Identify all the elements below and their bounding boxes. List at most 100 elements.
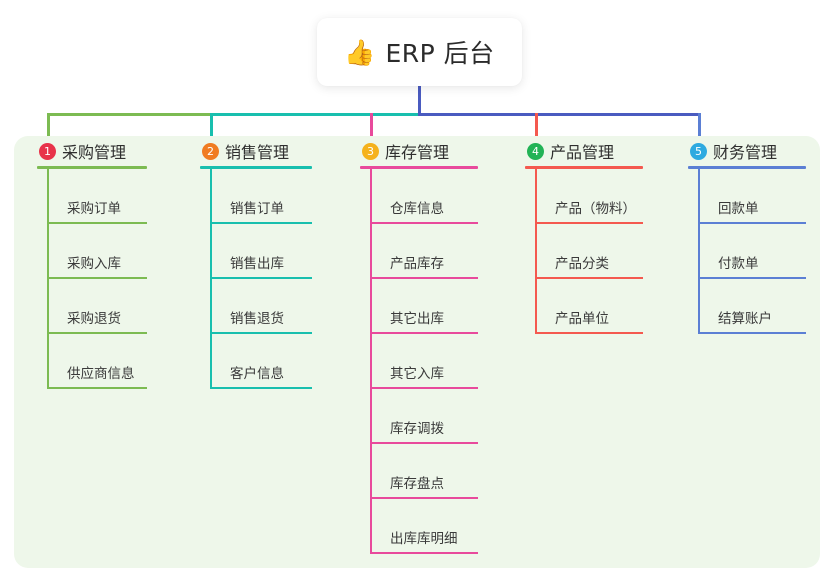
column-title-1: 采购管理: [62, 143, 127, 162]
leaf-item[interactable]: 销售出库: [200, 224, 312, 279]
leaf-label: 库存调拨: [390, 421, 444, 437]
leaf-item[interactable]: 产品（物料）: [525, 169, 643, 224]
leaf-rule: [370, 222, 478, 224]
column-4: 4 产品管理产品（物料） 产品分类产品单位: [525, 136, 643, 334]
leaf-rule: [698, 277, 806, 279]
leaf-item[interactable]: 其它出库: [360, 279, 478, 334]
leaf-item[interactable]: 销售退货: [200, 279, 312, 334]
leaf-label: 供应商信息: [67, 366, 135, 382]
leaf-rule: [535, 277, 643, 279]
column-header-3[interactable]: 3 库存管理: [360, 136, 478, 166]
column-rule-3: [360, 166, 478, 169]
leaf-label: 仓库信息: [390, 201, 444, 217]
leaf-label: 客户信息: [230, 366, 284, 382]
thumbs-up-icon: 👍: [344, 37, 376, 67]
leaf-item[interactable]: 产品分类: [525, 224, 643, 279]
column-badge-3: 3: [362, 142, 379, 160]
column-rule-5: [688, 166, 806, 169]
leaf-item[interactable]: 采购退货: [37, 279, 147, 334]
column-rule-4: [525, 166, 643, 169]
leaf-label: 产品单位: [555, 311, 609, 327]
column-5: 5 财务管理回款单付款单结算账户: [688, 136, 806, 334]
leaf-rule: [370, 387, 478, 389]
leaf-label: 库存盘点: [390, 476, 444, 492]
column-body-3: 仓库信息产品库存其它出库其它入库库存调拨库存盘点出库库明细: [360, 169, 478, 554]
leaf-rule: [47, 332, 147, 334]
leaf-item[interactable]: 付款单: [688, 224, 806, 279]
leaf-item[interactable]: 仓库信息: [360, 169, 478, 224]
bar-segment-1: [47, 113, 210, 116]
leaf-item[interactable]: 库存盘点: [360, 444, 478, 499]
leaf-rule: [47, 277, 147, 279]
leaf-rule: [698, 332, 806, 334]
leaf-item[interactable]: 采购订单: [37, 169, 147, 224]
column-header-4[interactable]: 4 产品管理: [525, 136, 643, 166]
leaf-item[interactable]: 结算账户: [688, 279, 806, 334]
column-1: 1 采购管理采购订单采购入库采购退货供应商信息: [37, 136, 147, 389]
leaf-item[interactable]: 产品单位: [525, 279, 643, 334]
column-spine-3: [370, 169, 372, 554]
leaf-rule: [210, 277, 312, 279]
leaf-rule: [370, 332, 478, 334]
root-stem: [418, 86, 421, 116]
leaf-label: 产品库存: [390, 256, 444, 272]
bar-segment-3: [418, 113, 701, 116]
leaf-label: 销售退货: [230, 311, 284, 327]
leaf-rule: [370, 552, 478, 554]
leaf-item[interactable]: 客户信息: [200, 334, 312, 389]
leaf-item[interactable]: 销售订单: [200, 169, 312, 224]
leaf-label: 出库库明细: [390, 531, 458, 547]
leaf-item[interactable]: 出库库明细: [360, 499, 478, 554]
leaf-item[interactable]: 供应商信息: [37, 334, 147, 389]
leaf-rule: [698, 222, 806, 224]
column-badge-1: 1: [39, 142, 56, 160]
diagram-panel: [14, 136, 820, 568]
bar-segment-2: [210, 113, 418, 116]
leaf-label: 其它入库: [390, 366, 444, 382]
leaf-rule: [535, 332, 643, 334]
column-body-5: 回款单付款单结算账户: [688, 169, 806, 334]
leaf-item[interactable]: 库存调拨: [360, 389, 478, 444]
leaf-rule: [370, 277, 478, 279]
leaf-rule: [370, 497, 478, 499]
column-header-5[interactable]: 5 财务管理: [688, 136, 806, 166]
column-rule-1: [37, 166, 147, 169]
column-header-2[interactable]: 2 销售管理: [200, 136, 312, 166]
column-spine-2: [210, 169, 212, 389]
leaf-label: 回款单: [718, 201, 759, 217]
leaf-label: 其它出库: [390, 311, 444, 327]
column-title-3: 库存管理: [385, 143, 450, 162]
leaf-item[interactable]: 产品库存: [360, 224, 478, 279]
column-body-2: 销售订单销售出库销售退货客户信息: [200, 169, 312, 389]
leaf-rule: [370, 442, 478, 444]
leaf-rule: [47, 222, 147, 224]
column-header-1[interactable]: 1 采购管理: [37, 136, 147, 166]
column-title-2: 销售管理: [225, 143, 290, 162]
column-2: 2 销售管理销售订单销售出库销售退货客户信息: [200, 136, 312, 389]
leaf-rule: [210, 387, 312, 389]
column-body-4: 产品（物料） 产品分类产品单位: [525, 169, 643, 334]
leaf-rule: [535, 222, 643, 224]
leaf-rule: [210, 332, 312, 334]
leaf-item[interactable]: 回款单: [688, 169, 806, 224]
leaf-label: 结算账户: [718, 311, 772, 327]
column-spine-4: [535, 169, 537, 334]
column-rule-2: [200, 166, 312, 169]
root-title: ERP 后台: [385, 39, 495, 68]
column-title-4: 产品管理: [550, 143, 615, 162]
leaf-rule: [210, 222, 312, 224]
leaf-label: 采购订单: [67, 201, 121, 217]
leaf-label: 销售订单: [230, 201, 284, 217]
leaf-label: 付款单: [718, 256, 759, 272]
root-node[interactable]: 👍 ERP 后台: [317, 18, 522, 86]
leaf-rule: [47, 387, 147, 389]
column-title-5: 财务管理: [713, 143, 778, 162]
leaf-label: 采购入库: [67, 256, 121, 272]
column-badge-2: 2: [202, 142, 219, 160]
column-badge-5: 5: [690, 142, 707, 160]
leaf-item[interactable]: 其它入库: [360, 334, 478, 389]
leaf-item[interactable]: 采购入库: [37, 224, 147, 279]
leaf-label: 产品分类: [555, 256, 609, 272]
leaf-label: 采购退货: [67, 311, 121, 327]
column-badge-4: 4: [527, 142, 544, 160]
